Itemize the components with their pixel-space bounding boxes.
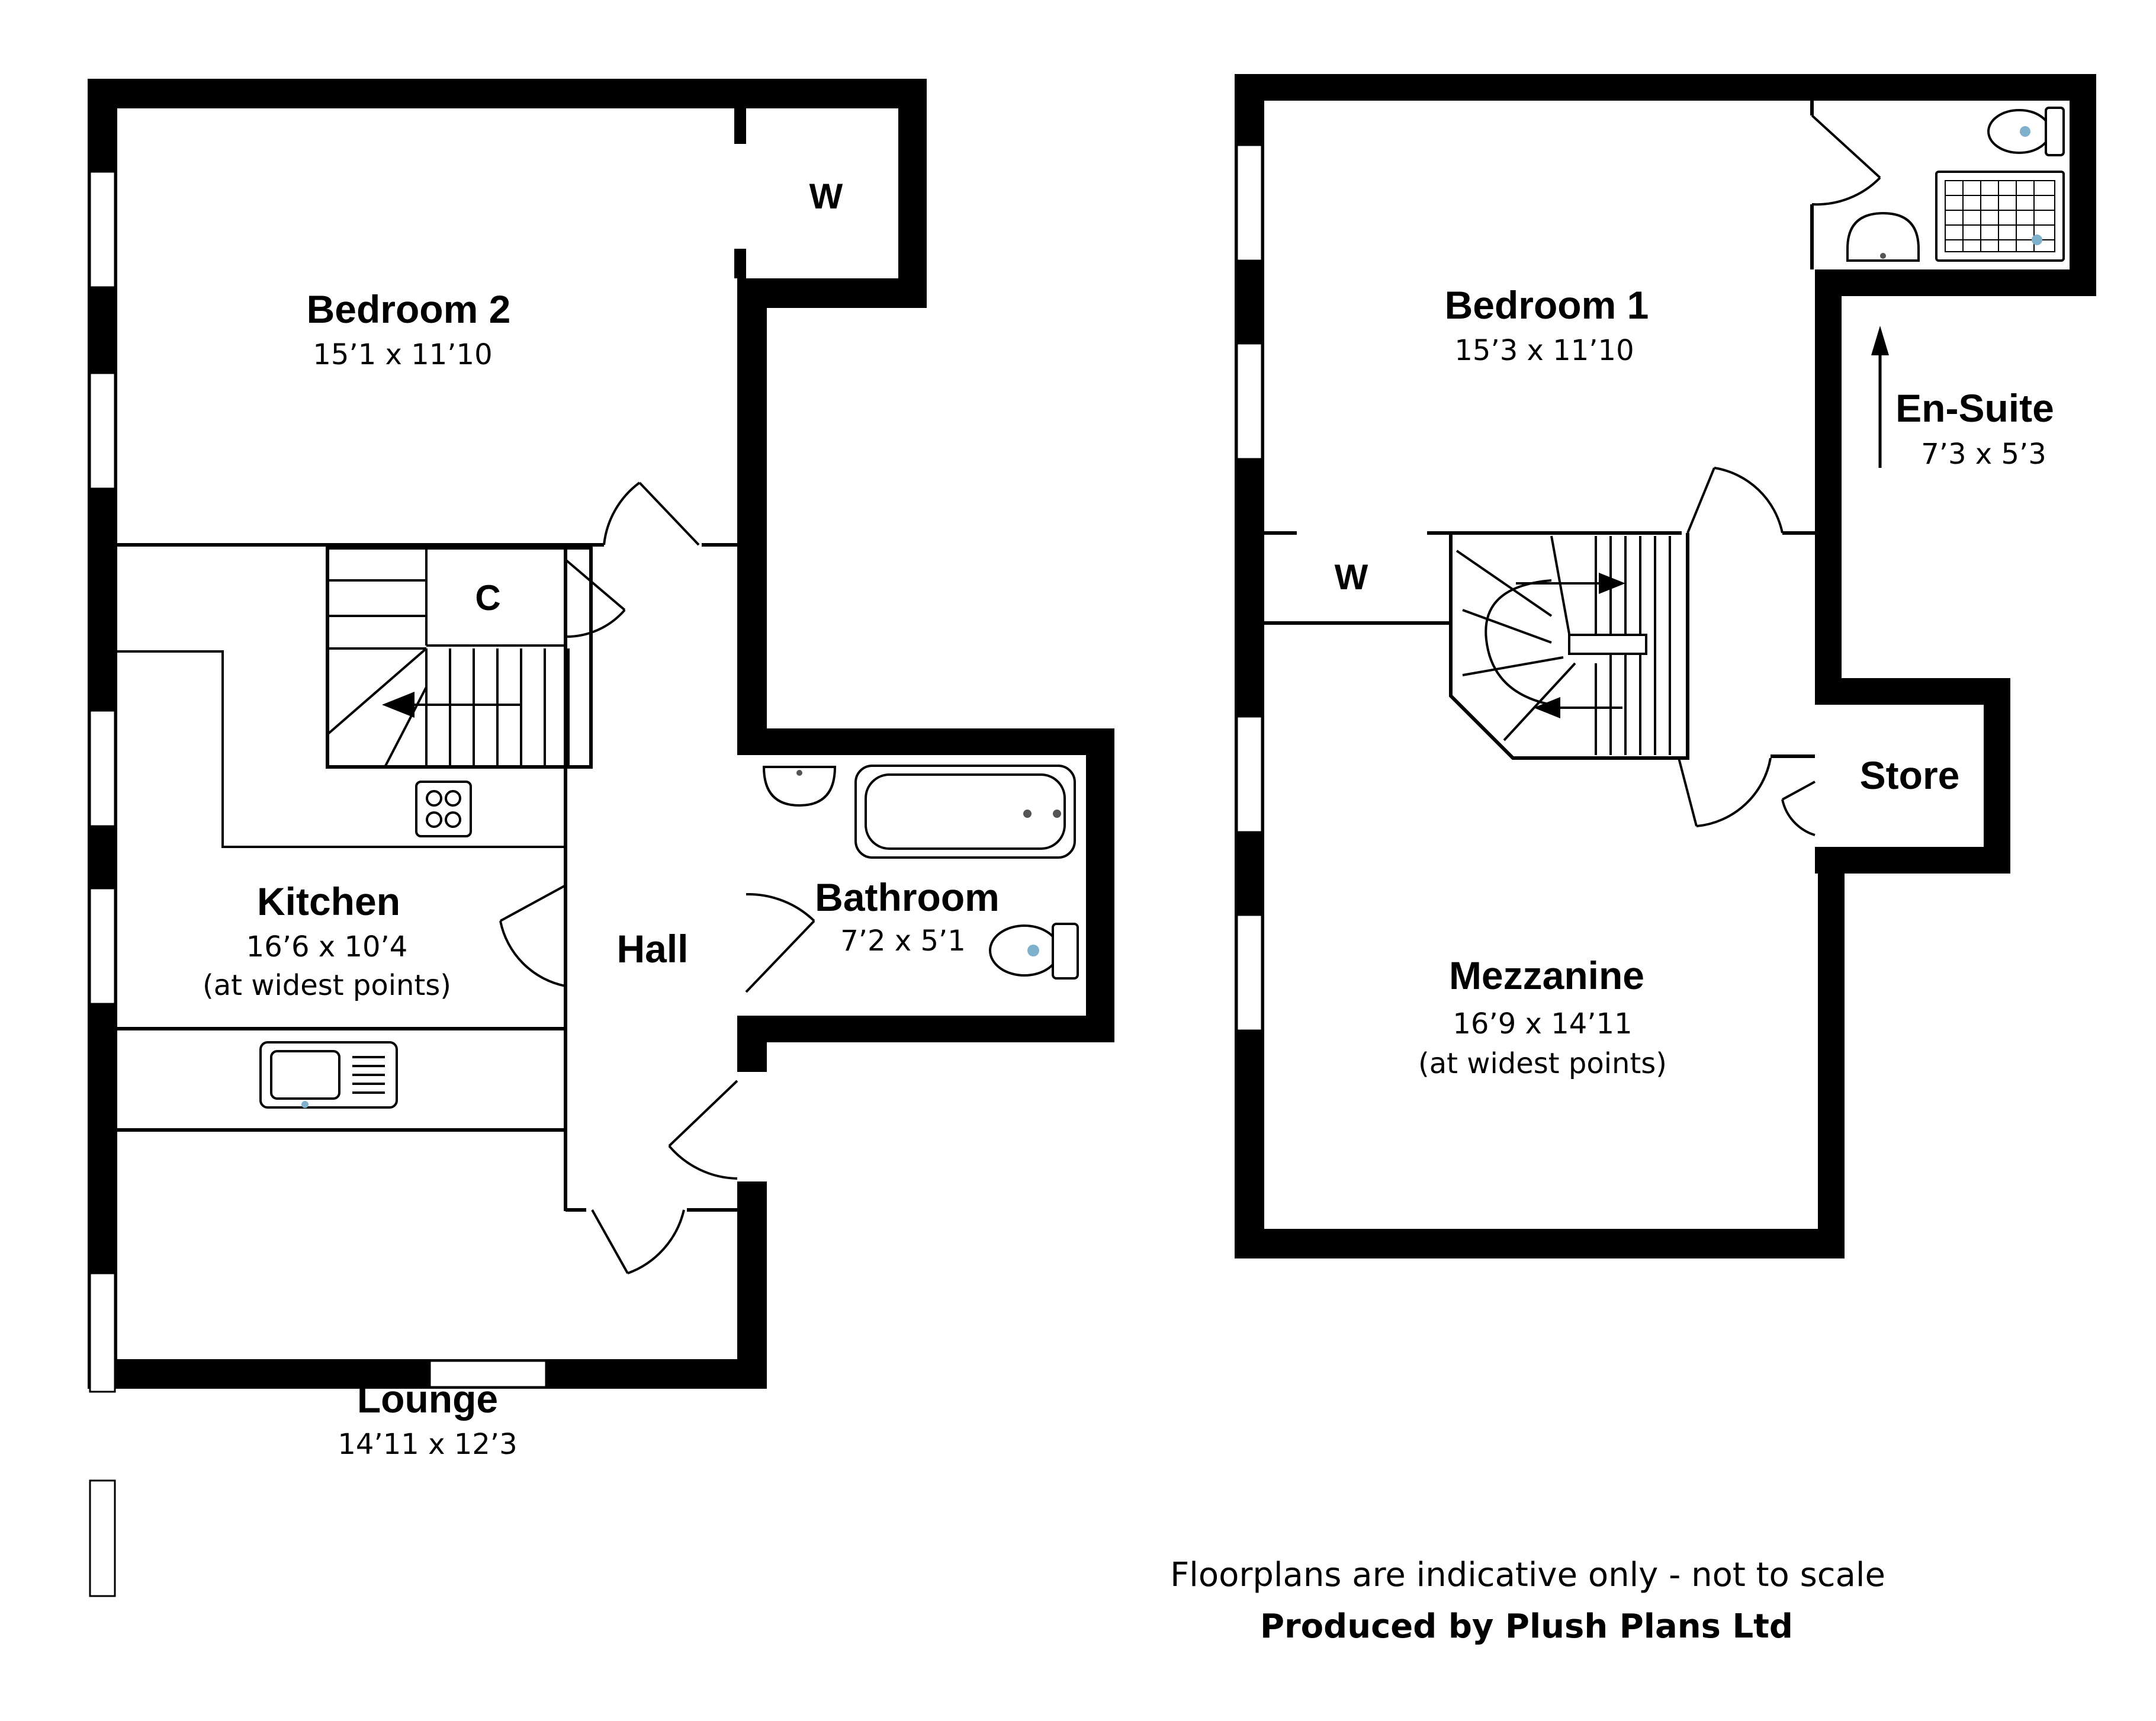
room-name-hall: Hall	[616, 927, 688, 971]
window	[89, 1479, 116, 1597]
wall	[1815, 269, 1842, 684]
bath-icon	[854, 765, 1076, 859]
staircase	[1449, 533, 1689, 760]
window	[89, 887, 116, 1005]
window	[1236, 715, 1263, 833]
wardrobe-label: W	[1335, 557, 1368, 597]
room-note-kitchen: (at widest points)	[203, 969, 451, 1002]
wall	[1235, 74, 2096, 101]
stair-treads	[326, 579, 570, 768]
upper-floor	[1235, 74, 2096, 1258]
basin-icon	[1846, 211, 1920, 262]
disclaimer-text: Floorplans are indicative only - not to …	[1170, 1556, 1885, 1594]
window	[89, 1272, 116, 1393]
door	[1811, 114, 1881, 206]
wall	[1815, 847, 2010, 874]
room-dims-bedroom1: 15’3 x 11’10	[1454, 334, 1634, 367]
door	[1678, 757, 1772, 827]
wall	[1815, 678, 2010, 705]
window	[1236, 914, 1263, 1032]
door	[1781, 781, 1816, 836]
room-dims-lounge: 14’11 x 12’3	[338, 1428, 517, 1461]
wall	[88, 1359, 767, 1389]
wall	[1815, 269, 2096, 296]
cupboard-label: C	[475, 578, 500, 618]
toilet-icon	[1987, 107, 2065, 156]
wall	[737, 728, 1114, 755]
window	[89, 171, 116, 288]
wall	[734, 249, 746, 278]
producer-credit: Produced by Plush Plans Ltd	[1260, 1607, 1793, 1646]
room-note-mezzanine: (at widest points)	[1418, 1047, 1667, 1080]
wall	[1984, 678, 2010, 874]
ground-floor	[88, 79, 1114, 1597]
window	[429, 1360, 547, 1388]
wall	[737, 278, 927, 308]
window	[89, 709, 116, 827]
room-name-bathroom: Bathroom	[815, 875, 1000, 919]
room-name-bedroom1: Bedroom 1	[1445, 283, 1649, 327]
door	[668, 1080, 738, 1180]
door	[499, 884, 566, 987]
room-name-lounge: Lounge	[357, 1377, 498, 1421]
door	[745, 892, 815, 993]
wall	[1818, 847, 1845, 1258]
door	[591, 1209, 685, 1274]
wardrobe-label: W	[809, 176, 843, 216]
arrow-up-icon	[1871, 326, 1889, 468]
kitchen-counter	[117, 650, 565, 848]
wall	[2070, 74, 2096, 296]
wall	[737, 1016, 767, 1072]
wall	[737, 278, 767, 728]
room-name-mezzanine: Mezzanine	[1449, 953, 1644, 997]
wall	[88, 79, 927, 108]
room-dims-bedroom2: 15’1 x 11’10	[313, 338, 492, 371]
door	[1686, 467, 1784, 534]
basin-icon	[762, 766, 837, 807]
room-dims-ensuite: 7’3 x 5’3	[1921, 438, 2046, 471]
room-name-kitchen: Kitchen	[257, 879, 400, 923]
toilet-icon	[989, 923, 1079, 980]
window	[89, 372, 116, 490]
shower-tray-icon	[1935, 171, 2065, 262]
wall	[1235, 74, 1264, 1258]
sink-icon	[259, 1041, 398, 1109]
room-name-ensuite: En-Suite	[1895, 386, 2054, 430]
staircase	[326, 546, 593, 769]
room-name-store: Store	[1860, 753, 1960, 797]
window	[1236, 144, 1263, 262]
wall	[737, 1181, 767, 1389]
wall	[898, 79, 927, 308]
wall	[737, 1016, 1114, 1042]
door	[603, 481, 700, 546]
wall	[1086, 728, 1114, 1042]
room-dims-kitchen: 16’6 x 10’4	[246, 930, 408, 964]
room-dims-bathroom: 7’2 x 5’1	[840, 924, 966, 958]
room-name-bedroom2: Bedroom 2	[307, 287, 511, 331]
hob-icon	[415, 781, 472, 837]
wall	[1235, 1229, 1845, 1258]
wall	[734, 108, 746, 144]
room-dims-mezzanine: 16’9 x 14’11	[1453, 1007, 1632, 1041]
window	[1236, 342, 1263, 460]
door	[564, 558, 626, 638]
